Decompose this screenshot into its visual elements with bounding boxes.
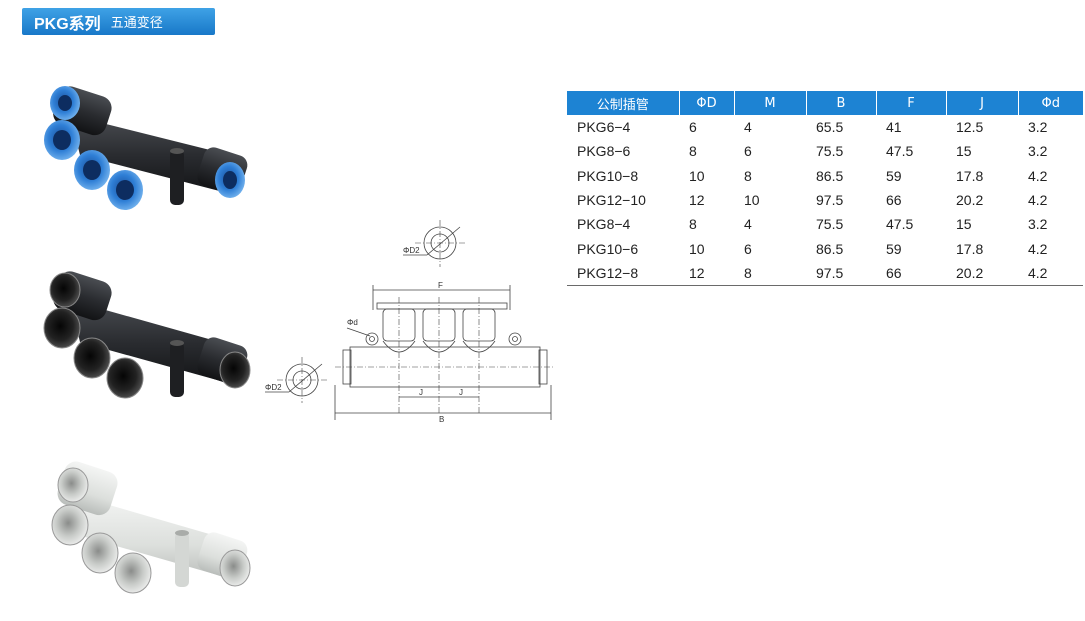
cell-model: PKG10−8 bbox=[577, 167, 639, 184]
cell-value: 12.5 bbox=[956, 119, 984, 136]
product-image-white bbox=[51, 461, 251, 594]
top-end-view: ΦD2 bbox=[403, 220, 465, 267]
label-j1: J bbox=[419, 388, 423, 397]
cell-value: 66 bbox=[876, 260, 946, 287]
cell-value: 17.8 bbox=[956, 240, 984, 257]
cell-value: 4 bbox=[744, 216, 752, 233]
cell-value: 6 bbox=[689, 119, 697, 136]
cell-value: 6 bbox=[744, 240, 752, 257]
cell-value: 6 bbox=[744, 143, 752, 160]
cell-value: 47.5 bbox=[886, 216, 914, 233]
cell-value: 12 bbox=[679, 260, 734, 287]
cell-value: 15 bbox=[956, 216, 972, 233]
cell-value: 3.2 bbox=[1028, 119, 1048, 136]
cell-value: 41 bbox=[886, 119, 902, 136]
label-b: B bbox=[439, 415, 444, 424]
table-row: PKG8−6 8 6 75.5 47.5 15 3.2 bbox=[567, 139, 1083, 163]
cell-value: 8 bbox=[744, 167, 752, 184]
header-f: F bbox=[875, 91, 946, 115]
series-code: PKG系列 bbox=[34, 15, 101, 33]
header-m: M bbox=[733, 91, 806, 115]
cell-value: 4.2 bbox=[1028, 167, 1048, 184]
cell-value: 17.8 bbox=[956, 167, 984, 184]
cell-value: 59 bbox=[886, 240, 902, 257]
table-row: PKG10−8 10 8 86.5 59 17.8 4.2 bbox=[567, 164, 1083, 188]
series-name: 五通变径 bbox=[110, 16, 163, 31]
cell-value: 8 bbox=[734, 260, 806, 287]
cell-value: 8 bbox=[689, 143, 697, 160]
cell-value: 3.2 bbox=[1028, 216, 1048, 233]
table-header-row: 公制插管 ΦD M B F J Φd bbox=[567, 91, 1083, 115]
label-d2-top: ΦD2 bbox=[403, 246, 420, 255]
spec-table: 公制插管 ΦD M B F J Φd PKG6−4 6 4 65.5 41 12… bbox=[567, 91, 1083, 287]
cell-value: 4 bbox=[744, 119, 752, 136]
table-row: PKG6−4 6 4 65.5 41 12.5 3.2 bbox=[567, 115, 1083, 139]
cell-value: 65.5 bbox=[816, 119, 844, 136]
label-j2: J bbox=[459, 388, 463, 397]
cell-value: 12 bbox=[689, 192, 705, 209]
cell-model: PKG8−6 bbox=[577, 143, 631, 160]
table-row: PKG12−10 12 10 97.5 66 20.2 4.2 bbox=[567, 188, 1083, 212]
cell-value: 15 bbox=[956, 143, 972, 160]
cell-value: 10 bbox=[689, 167, 705, 184]
header-j: J bbox=[945, 91, 1018, 115]
table-row: PKG8−4 8 4 75.5 47.5 15 3.2 bbox=[567, 212, 1083, 236]
cell-value: 75.5 bbox=[816, 216, 844, 233]
cell-value: 86.5 bbox=[816, 240, 844, 257]
cell-model: PKG8−4 bbox=[577, 216, 631, 233]
product-image-black bbox=[43, 271, 251, 399]
table-row: PKG12−8 12 8 97.5 66 20.2 4.2 bbox=[567, 260, 1083, 287]
cell-value: 3.2 bbox=[1028, 143, 1048, 160]
header-b: B bbox=[805, 91, 876, 115]
label-f: F bbox=[438, 281, 443, 290]
cell-value: 97.5 bbox=[816, 192, 844, 209]
technical-drawing: ΦD2 ΦD2 F Φd J J B bbox=[265, 220, 555, 424]
cell-value: 4.2 bbox=[1018, 260, 1083, 287]
header-metric-tube: 公制插管 bbox=[567, 91, 679, 115]
label-phi-d: Φd bbox=[347, 318, 358, 327]
cell-value: 59 bbox=[886, 167, 902, 184]
cell-value: 47.5 bbox=[886, 143, 914, 160]
label-d2-left: ΦD2 bbox=[265, 383, 282, 392]
cell-value: 75.5 bbox=[816, 143, 844, 160]
cell-model: PKG10−6 bbox=[577, 240, 639, 257]
cell-model: PKG12−8 bbox=[567, 260, 679, 287]
cell-value: 8 bbox=[689, 216, 697, 233]
cell-value: 86.5 bbox=[816, 167, 844, 184]
cell-value: 20.2 bbox=[956, 192, 984, 209]
cell-model: PKG6−4 bbox=[577, 119, 631, 136]
table-row: PKG10−6 10 6 86.5 59 17.8 4.2 bbox=[567, 236, 1083, 260]
cell-value: 4.2 bbox=[1028, 192, 1048, 209]
left-end-view: ΦD2 bbox=[265, 357, 327, 403]
cell-value: 10 bbox=[744, 192, 760, 209]
cell-value: 4.2 bbox=[1028, 240, 1048, 257]
cell-value: 66 bbox=[886, 192, 902, 209]
cell-value: 97.5 bbox=[806, 260, 876, 287]
header-phi-d-hole: Φd bbox=[1017, 91, 1083, 115]
header-phi-d-outer: ΦD bbox=[678, 91, 734, 115]
cell-model: PKG12−10 bbox=[577, 192, 646, 209]
cell-value: 10 bbox=[689, 240, 705, 257]
cell-value: 20.2 bbox=[946, 260, 1018, 287]
series-title-tab: PKG系列 五通变径 bbox=[22, 8, 215, 35]
product-image-blue bbox=[44, 86, 248, 210]
